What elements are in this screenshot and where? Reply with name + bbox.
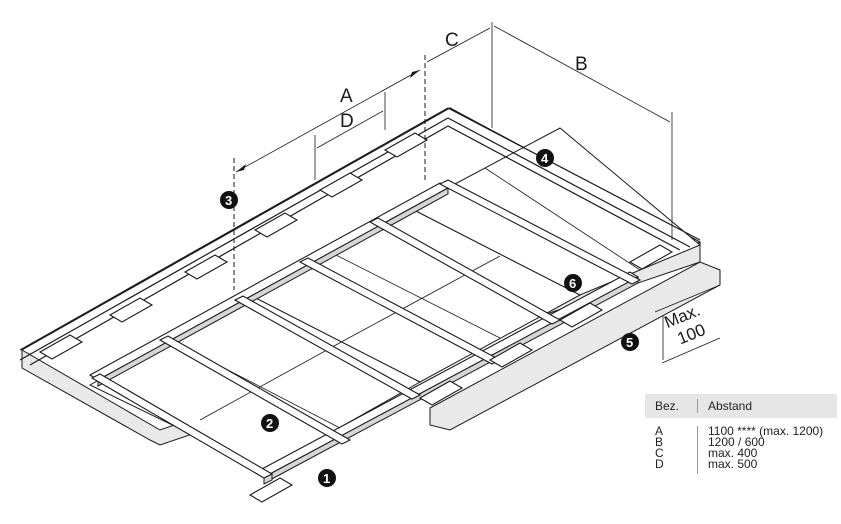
svg-text:2: 2 bbox=[266, 416, 273, 431]
main-carrier-rails bbox=[88, 182, 640, 482]
svg-text:6: 6 bbox=[569, 276, 576, 291]
callout-badge-6: 6 bbox=[564, 274, 582, 292]
callout-badge-2: 2 bbox=[261, 414, 279, 432]
dimension-label-b: B bbox=[575, 54, 588, 75]
svg-text:4: 4 bbox=[541, 151, 549, 166]
callout-badge-5: 5 bbox=[621, 333, 639, 351]
legend-key: C bbox=[655, 446, 664, 460]
legend-value: max. 400 bbox=[708, 446, 758, 460]
legend-value: 1200 / 600 bbox=[708, 435, 765, 449]
max-distance-note: Max. 100 bbox=[662, 301, 708, 349]
callout-badge-3: 3 bbox=[220, 191, 238, 209]
callout-badge-4: 4 bbox=[536, 149, 554, 167]
legend-key: A bbox=[655, 424, 664, 438]
svg-text:1: 1 bbox=[323, 471, 330, 486]
callout-badge-1: 1 bbox=[318, 469, 336, 487]
legend-body: A B C D 1100 **** (max. 1200) 1200 / 600… bbox=[645, 418, 837, 474]
spacing-legend-table: Bez. Abstand A B C D 1100 **** (max. 120… bbox=[645, 394, 837, 474]
legend-value: 1100 **** (max. 1200) bbox=[708, 424, 824, 438]
dimension-label-a: A bbox=[340, 86, 353, 107]
legend-values: 1100 **** (max. 1200) 1200 / 600 max. 40… bbox=[697, 424, 837, 474]
svg-text:5: 5 bbox=[626, 335, 633, 350]
legend-keys: A B C D bbox=[645, 424, 697, 474]
perimeter-wall-angle bbox=[19, 107, 701, 366]
connector-profiles bbox=[38, 132, 674, 503]
dimension-label-c: C bbox=[445, 30, 459, 51]
dimension-label-d: D bbox=[340, 111, 354, 132]
dimension-lines bbox=[233, 22, 721, 364]
cross-rails bbox=[90, 179, 642, 485]
svg-text:3: 3 bbox=[225, 193, 232, 208]
legend-key: B bbox=[655, 435, 664, 449]
legend-header-bez: Bez. bbox=[655, 399, 680, 413]
legend-header: Bez. Abstand bbox=[645, 394, 837, 418]
legend-header-abstand: Abstand bbox=[697, 399, 837, 413]
legend-value: max. 500 bbox=[708, 457, 758, 471]
legend-key: D bbox=[655, 457, 664, 471]
